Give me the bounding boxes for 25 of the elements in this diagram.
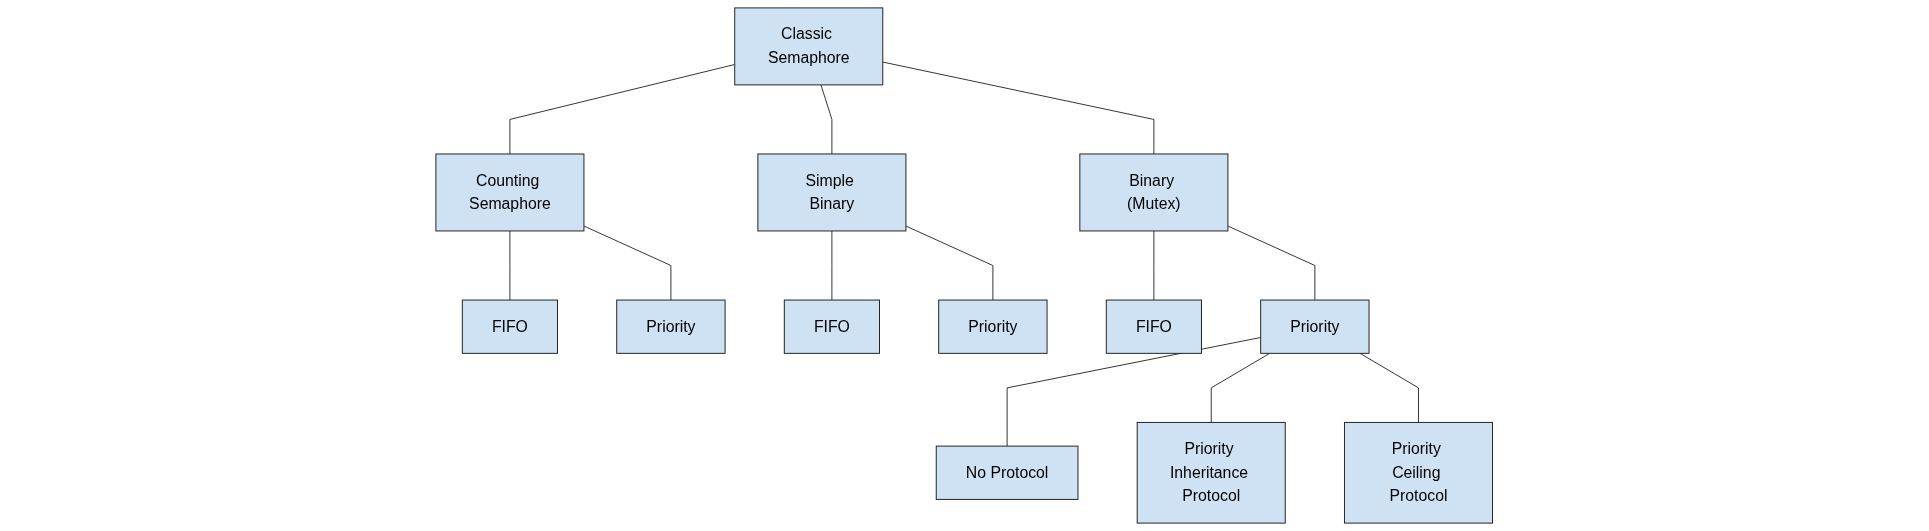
connector [1359,352,1420,423]
node-box: Binary (Mutex) [1079,153,1229,232]
connector [583,225,672,301]
node-box: FIFO [784,299,881,354]
node-box: FIFO [1106,299,1203,354]
node-box: Priority [1260,299,1370,354]
node-box: No Protocol [936,445,1079,500]
node-box: FIFO [462,299,559,354]
connector [509,64,736,155]
connector [831,230,833,301]
node-box: Simple Binary [757,153,907,232]
node-box: Priority Inheritance Protocol [1137,421,1287,524]
node-box: Counting Semaphore [435,153,585,232]
connector [1006,336,1262,447]
connector [882,61,1155,155]
connector [820,84,833,155]
connector [509,230,511,301]
connector [1211,352,1271,423]
node-box: Classic Semaphore [734,7,884,86]
connector [905,225,994,301]
connector [1153,230,1155,301]
node-box: Priority Ceiling Protocol [1344,421,1494,524]
node-box: Priority [616,299,726,354]
connector [1227,225,1316,301]
node-box: Priority [938,299,1048,354]
